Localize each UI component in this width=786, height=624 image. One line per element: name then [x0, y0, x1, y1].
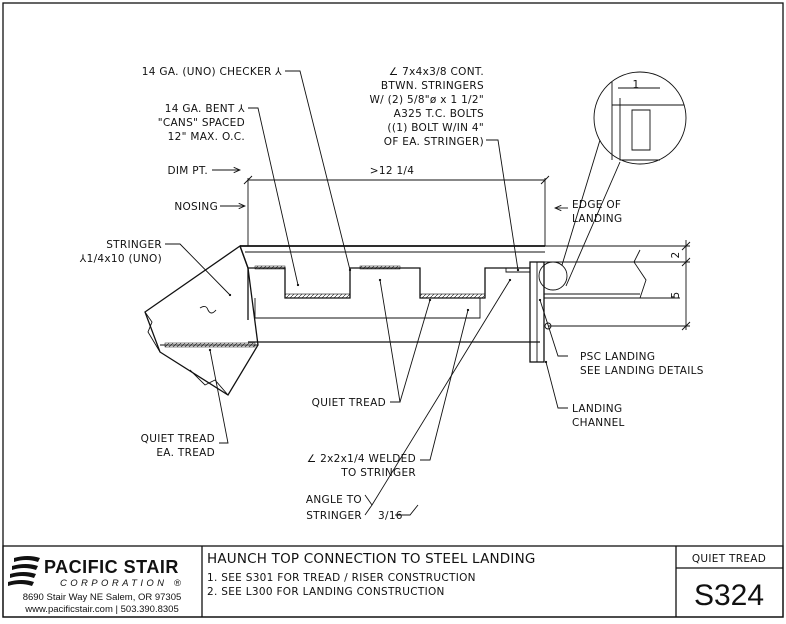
label-angle-to-stringer-2: STRINGER — [306, 510, 362, 522]
detail-circle-large — [593, 71, 687, 165]
sheet-title: HAUNCH TOP CONNECTION TO STEEL LANDING — [207, 551, 536, 567]
label-landing-channel-1: LANDING — [572, 403, 622, 415]
note-1: 1. SEE S301 FOR TREAD / RISER CONSTRUCTI… — [207, 572, 476, 584]
label-angle-stringers-6: OF EA. STRINGER) — [384, 136, 484, 148]
dimensions — [243, 175, 691, 331]
sheet-category: QUIET TREAD — [692, 553, 766, 565]
label-angle-to-stringer-1: ANGLE TO — [306, 494, 362, 506]
company-logo: PACIFIC STAIR CORPORATION ® — [8, 556, 181, 589]
label-dim-pt: DIM PT. — [167, 165, 208, 177]
label-psc-landing-1: PSC LANDING — [580, 351, 655, 363]
quiet-tread-cans — [248, 267, 530, 299]
label-quiet-tread-each-2: EA. TREAD — [156, 447, 215, 459]
label-angle-stringers-4: A325 T.C. BOLTS — [394, 108, 484, 120]
note-2: 2. SEE L300 FOR LANDING CONSTRUCTION — [207, 586, 445, 598]
company-contact: www.pacificstair.com | 503.390.8305 — [24, 604, 179, 615]
label-quiet-tread: QUIET TREAD — [312, 397, 386, 409]
label-angle-stringers-3: W/ (2) 5/8"ø x 1 1/2" — [369, 94, 484, 106]
label-stringer-1: STRINGER — [106, 239, 162, 251]
label-checker-plate: 14 GA. (UNO) CHECKER ⅄ — [142, 66, 282, 78]
label-angle-stringers-5: ((1) BOLT W/IN 4" — [387, 122, 484, 134]
label-quiet-tread-each-1: QUIET TREAD — [141, 433, 215, 445]
stair-detail — [144, 71, 687, 396]
label-landing-channel-2: CHANNEL — [572, 417, 625, 429]
company-sub: CORPORATION — [60, 578, 167, 589]
label-bent-plate-2: "CANS" SPACED — [158, 117, 245, 129]
sloped-stringer — [144, 244, 259, 396]
label-bent-plate-3: 12" MAX. O.C. — [168, 131, 245, 143]
label-angle-welded-2: TO STRINGER — [340, 467, 416, 479]
label-angle-welded-1: ∠ 2x2x1/4 WELDED — [307, 453, 416, 465]
company-name: PACIFIC STAIR — [44, 557, 179, 577]
company-address: 8690 Stair Way NE Salem, OR 97305 — [23, 592, 182, 603]
label-psc-landing-2: SEE LANDING DETAILS — [580, 365, 704, 377]
leaders — [165, 70, 568, 516]
detail-circle-small — [538, 261, 568, 291]
label-weld-size: 3/16 — [378, 510, 403, 522]
label-edge-of-landing-1: EDGE OF — [572, 199, 621, 211]
label-bent-plate-1: 14 GA. BENT ⅄ — [165, 103, 246, 115]
sheet-number: S324 — [694, 579, 764, 612]
registered-mark: ® — [174, 578, 181, 589]
label-edge-of-landing-2: LANDING — [572, 213, 622, 225]
label-stringer-2: ⅄1/4x10 (UNO) — [80, 253, 162, 265]
label-dim-5: 5 — [670, 292, 682, 299]
label-dim-1214: >12 1/4 — [370, 165, 415, 177]
label-dim-2: 2 — [670, 252, 682, 259]
label-detail-1: 1 — [633, 79, 640, 91]
label-angle-stringers-1: ∠ 7x4x3/8 CONT. — [389, 66, 484, 78]
label-nosing: NOSING — [174, 201, 218, 213]
title-block: PACIFIC STAIR CORPORATION ® 8690 Stair W… — [2, 545, 784, 618]
label-angle-stringers-2: BTWN. STRINGERS — [381, 80, 484, 92]
